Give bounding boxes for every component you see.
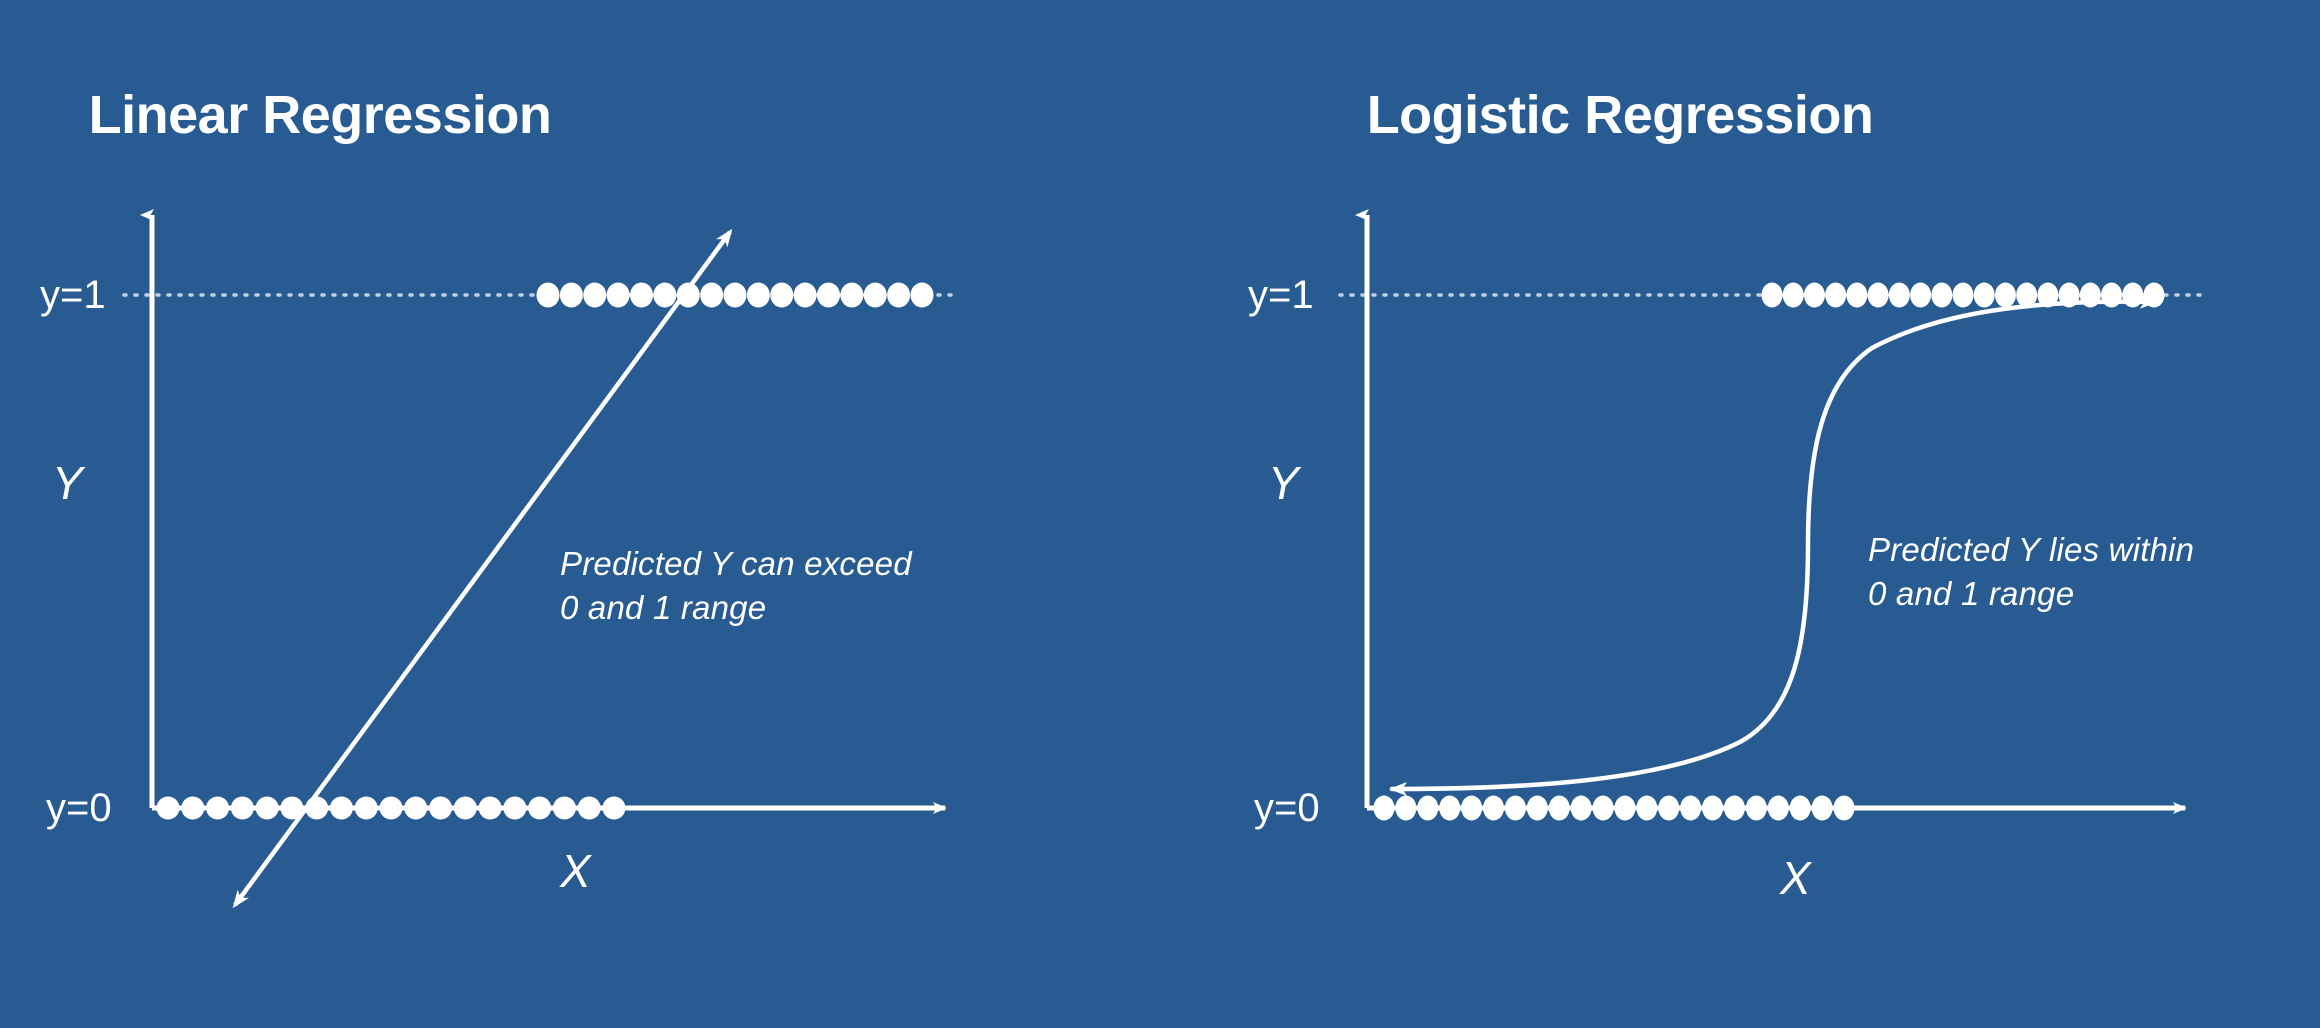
class-1-scatter-left [536, 282, 934, 308]
data-point [2101, 282, 2123, 308]
data-point [840, 282, 864, 308]
data-point [606, 282, 630, 308]
data-point [255, 796, 279, 820]
y-tick-label-zero-left: y=0 [46, 786, 112, 830]
data-point [1973, 282, 1995, 308]
data-point [206, 796, 230, 820]
data-point [630, 282, 653, 308]
data-point [1745, 795, 1767, 821]
data-point [1373, 795, 1395, 821]
fitted-regression-line [232, 228, 733, 909]
data-point [305, 796, 329, 820]
data-point [1570, 795, 1592, 821]
page-title-linear: Linear Regression [88, 85, 552, 145]
linear-regression-plot [122, 209, 962, 909]
data-point [700, 282, 724, 308]
data-point [230, 796, 254, 820]
data-point [503, 796, 527, 820]
data-point [1680, 795, 1702, 821]
data-point [746, 282, 770, 308]
y-axis-name-right: Y [1268, 457, 1299, 509]
y-tick-label-one-right: y=1 [1248, 273, 1314, 317]
data-point [1867, 282, 1889, 308]
data-point [478, 796, 502, 820]
data-point [1910, 282, 1932, 308]
y-tick-label-one-left: y=1 [40, 273, 106, 317]
data-point [181, 796, 205, 820]
data-point [1526, 795, 1548, 821]
class-0-scatter-right [1373, 795, 1855, 821]
data-point [559, 282, 583, 308]
data-point [1767, 795, 1789, 821]
data-point [910, 282, 934, 308]
data-point [1614, 795, 1636, 821]
data-point [583, 282, 607, 308]
data-point [2058, 282, 2080, 308]
y-axis-name-left: Y [52, 457, 83, 509]
data-point [354, 796, 378, 820]
data-point [156, 796, 180, 820]
data-point [1461, 795, 1483, 821]
data-point [453, 796, 477, 820]
panel-linear-regression: Linear Regression [88, 85, 552, 145]
data-point [1636, 795, 1658, 821]
data-point [1417, 795, 1439, 821]
data-point [379, 796, 403, 820]
data-point [2122, 282, 2144, 308]
class-0-scatter-left [156, 796, 626, 820]
data-point [1395, 795, 1417, 821]
data-point [1658, 795, 1680, 821]
data-point [1723, 795, 1745, 821]
data-point [863, 282, 887, 308]
data-point [887, 282, 911, 308]
data-point [2143, 282, 2165, 308]
data-point [280, 796, 304, 820]
y-tick-label-zero-right: y=0 [1254, 786, 1320, 830]
data-point [528, 796, 552, 820]
page-title-logistic: Logistic Regression [1366, 85, 1874, 145]
data-point [1994, 282, 2016, 308]
data-point [793, 282, 817, 308]
class-1-scatter-right [1761, 282, 2165, 308]
data-point [329, 796, 353, 820]
data-point [536, 282, 560, 308]
data-point [552, 796, 576, 820]
data-point [676, 282, 700, 308]
data-point [1782, 282, 1804, 308]
data-point [1548, 795, 1570, 821]
data-point [2016, 282, 2038, 308]
data-point [653, 282, 677, 308]
data-point [1803, 282, 1825, 308]
data-point [1702, 795, 1724, 821]
sigmoid-curve [1389, 294, 2158, 796]
data-point [404, 796, 428, 820]
x-axis-name-right: X [1780, 852, 1811, 904]
data-point [429, 796, 453, 820]
data-point [770, 282, 794, 308]
data-point [1439, 795, 1461, 821]
data-point [1592, 795, 1614, 821]
data-point [1888, 282, 1910, 308]
panel-logistic-regression: Logistic Regression [1160, 0, 2320, 1028]
data-point [1789, 795, 1811, 821]
data-point [1833, 795, 1855, 821]
data-point [1846, 282, 1868, 308]
data-point [723, 282, 747, 308]
data-point [1952, 282, 1974, 308]
data-point [1825, 282, 1847, 308]
data-point [1483, 795, 1505, 821]
data-point [602, 796, 626, 820]
data-point [1761, 282, 1783, 308]
data-point [577, 796, 601, 820]
data-point [1811, 795, 1833, 821]
data-point [1931, 282, 1953, 308]
data-point [817, 282, 840, 308]
data-point [2079, 282, 2101, 308]
data-point [1504, 795, 1526, 821]
data-point [2037, 282, 2059, 308]
